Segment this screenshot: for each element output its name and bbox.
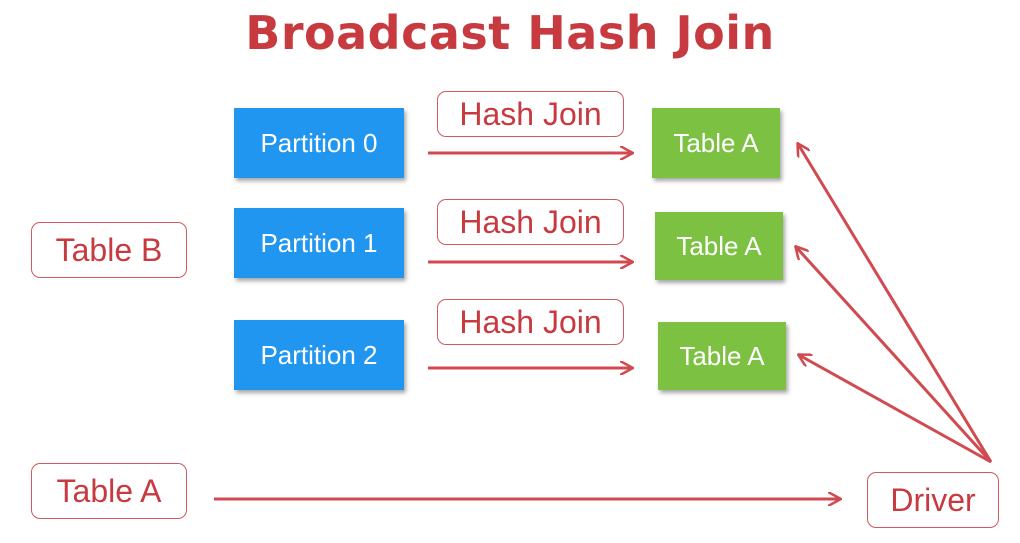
driver-broadcast-arrow-0 (798, 144, 993, 463)
partition-0-box: Partition 0 (234, 108, 404, 178)
hash-join-label-1: Hash Join (437, 199, 624, 245)
table-a-copy-0: Table A (652, 108, 780, 178)
table-a-node: Table A (31, 463, 187, 519)
diagram-title: Broadcast Hash Join (245, 6, 775, 60)
driver-node: Driver (867, 472, 999, 528)
driver-broadcast-arrow-1 (796, 247, 993, 464)
table-a-copy-2: Table A (658, 322, 786, 390)
partition-1-box: Partition 1 (234, 208, 404, 278)
table-b-node: Table B (31, 222, 187, 278)
hash-join-label-0: Hash Join (437, 91, 624, 137)
driver-broadcast-arrow-2 (799, 355, 992, 464)
partition-2-box: Partition 2 (234, 320, 404, 390)
table-a-copy-1: Table A (655, 212, 783, 280)
hash-join-label-2: Hash Join (437, 299, 624, 345)
